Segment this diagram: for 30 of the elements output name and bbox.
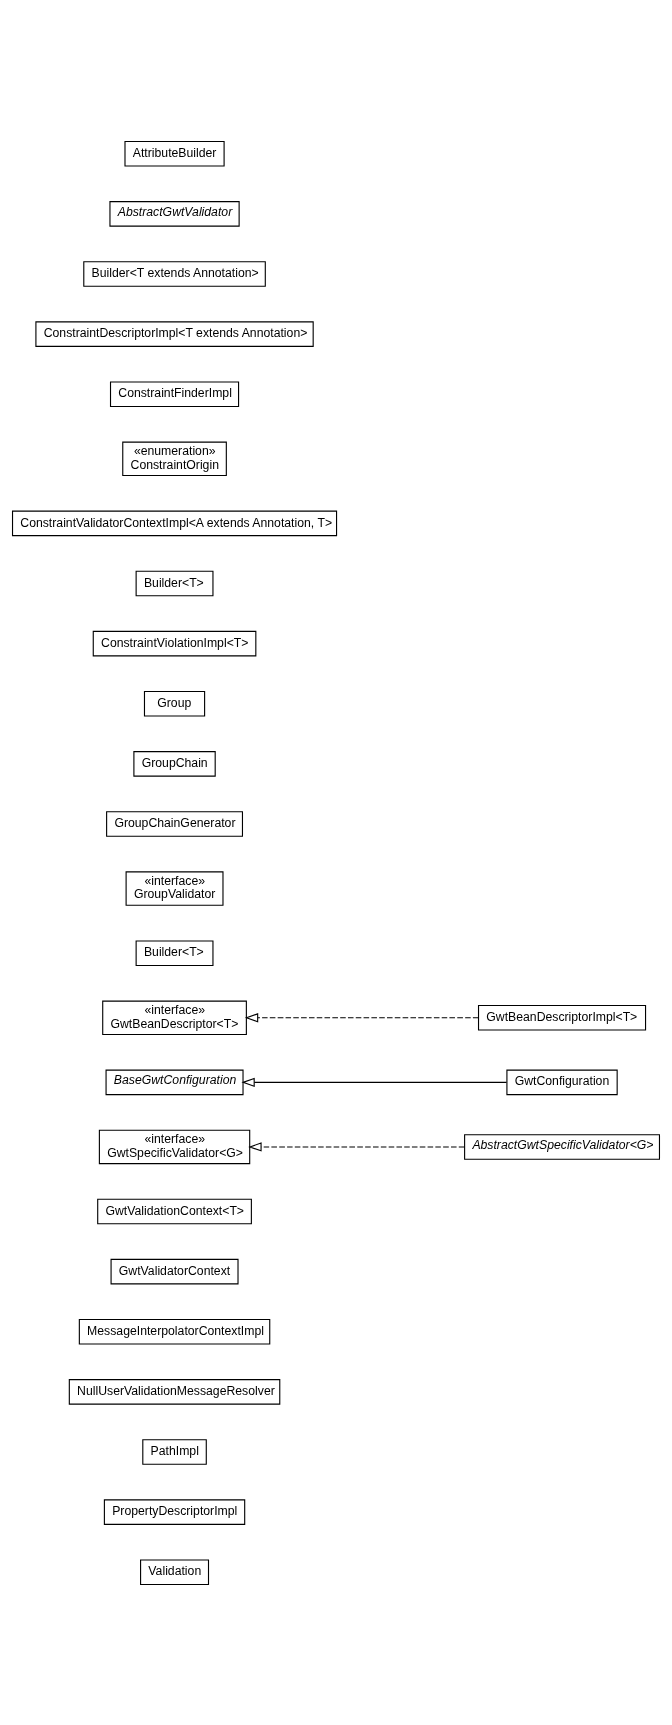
node-box: GroupChain: [133, 750, 216, 777]
node-box: AttributeBuilder: [124, 140, 225, 166]
node-box: GwtValidatorContext: [110, 1258, 239, 1284]
node-box: ConstraintValidatorContextImpl<A extends Annotation, T>: [11, 510, 338, 536]
node-box: «interface» GwtBeanDescriptor<T>: [102, 1000, 247, 1035]
arrow: [248, 1141, 465, 1152]
node-box: GwtValidationContext<T>: [97, 1198, 252, 1224]
node-box: NullUserValidationMessageResolver: [68, 1378, 281, 1405]
node-box: MessageInterpolatorContextImpl: [78, 1318, 271, 1345]
node-box: GwtConfiguration: [506, 1069, 618, 1095]
node-box: Builder<T>: [135, 939, 214, 966]
node-box: Group: [143, 690, 206, 717]
node-box: ConstraintFinderImpl: [109, 380, 240, 407]
node-box: «enumeration» ConstraintOrigin: [122, 441, 227, 476]
node-box: Builder<T extends Annotation>: [83, 260, 266, 287]
node-box: BaseGwtConfiguration: [105, 1069, 244, 1095]
node-box: PropertyDescriptorImpl: [103, 1498, 246, 1525]
node-box: ConstraintDescriptorImpl<T extends Annotation>: [35, 320, 314, 347]
node-box: AbstractGwtSpecificValidator<G>: [464, 1133, 661, 1160]
node-box: AbstractGwtValidator: [109, 200, 240, 227]
arrow: [244, 1012, 479, 1022]
node-box: «interface» GwtSpecificValidator<G>: [98, 1129, 251, 1164]
node-box: GwtBeanDescriptorImpl<T>: [477, 1004, 647, 1031]
node-box: Builder<T>: [135, 570, 214, 596]
node-box: ConstraintViolationImpl<T>: [92, 630, 257, 656]
arrow: [241, 1077, 508, 1087]
node-box: PathImpl: [142, 1438, 207, 1465]
node-box: GroupChainGenerator: [106, 810, 244, 837]
node-box: Validation: [140, 1559, 210, 1585]
node-box: «interface» GroupValidator: [125, 870, 224, 906]
